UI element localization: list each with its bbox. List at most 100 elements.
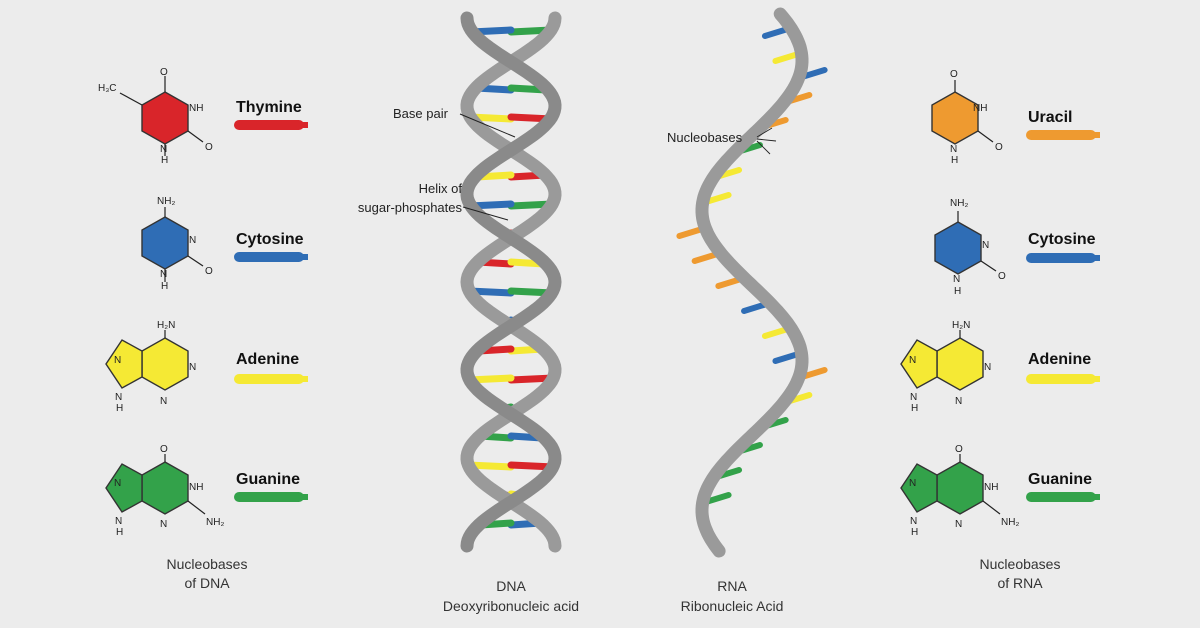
atom-label: NH xyxy=(973,103,987,114)
atom-label: N xyxy=(955,396,962,407)
guanine-ring-6 xyxy=(936,461,984,515)
dna-double-helix xyxy=(460,11,562,553)
atom-label: NH xyxy=(984,482,998,493)
uracil-base-bar xyxy=(1026,130,1100,140)
dna-backbone-strand xyxy=(460,11,562,553)
atom-label: H₂N xyxy=(157,320,175,331)
atom-label: O xyxy=(955,444,963,455)
atom-label: N xyxy=(160,144,167,155)
rna-nucleobases-panel: O NH O N H Uracil NH₂ N O N H Cytosine xyxy=(900,69,1100,591)
guanine-ring-6 xyxy=(141,461,189,515)
guanine-molecule-dna: O NH NH₂ N N N H xyxy=(105,444,224,538)
dna-nucleobases-panel: O NH O N H H₃C Thymine NH₂ N O N H Cytos… xyxy=(98,67,308,591)
atom-label: N xyxy=(950,144,957,155)
thymine-label: Thymine xyxy=(236,99,302,116)
adenine-ring-6 xyxy=(141,337,189,391)
guanine-base-bar-dna xyxy=(234,492,308,502)
cytosine-ring xyxy=(141,216,189,270)
rna-bases-caption-line1: Nucleobases xyxy=(980,556,1061,572)
cytosine-molecule-dna: NH₂ N O N H xyxy=(141,196,213,292)
atom-label: NH xyxy=(189,103,203,114)
dna-bases-caption-line1: Nucleobases xyxy=(167,556,248,572)
adenine-molecule-dna: H₂N N N N N H xyxy=(105,320,196,414)
atom-label: H xyxy=(161,155,168,166)
adenine-label-rna: Adenine xyxy=(1028,351,1091,368)
atom-label: H₃C xyxy=(98,83,117,94)
atom-label: NH₂ xyxy=(1001,517,1019,528)
dna-bases-caption-line2: of DNA xyxy=(184,575,230,591)
cytosine-molecule-rna: NH₂ N O N H xyxy=(934,198,1006,297)
atom-label: N xyxy=(160,269,167,280)
guanine-molecule-rna: O NH NH₂ N N N H xyxy=(900,444,1019,538)
atom-label: N xyxy=(114,355,121,366)
cytosine-label-rna: Cytosine xyxy=(1028,231,1096,248)
rna-caption-line2: Ribonucleic Acid xyxy=(681,598,784,614)
adenine-base-bar-dna xyxy=(234,374,308,384)
atom-label: NH₂ xyxy=(950,198,968,209)
uracil-molecule: O NH O N H xyxy=(931,69,1003,166)
thymine-base-bar xyxy=(234,120,308,130)
atom-label: O xyxy=(160,67,168,78)
atom-label: N xyxy=(115,392,122,403)
atom-label: N xyxy=(909,478,916,489)
thymine-molecule: O NH O N H H₃C xyxy=(98,67,213,166)
rna-backbone-strand xyxy=(695,7,809,558)
helix-annotation-line1: Helix of xyxy=(419,181,463,196)
nucleobases-annotation: Nucleobases xyxy=(667,130,743,145)
guanine-ring-5 xyxy=(900,463,938,513)
rna-caption-line1: RNA xyxy=(717,578,747,594)
atom-label: H xyxy=(954,286,961,297)
cytosine-base-bar-dna xyxy=(234,252,308,262)
atom-label: N xyxy=(189,362,196,373)
guanine-ring-5 xyxy=(105,463,143,513)
atom-label: N xyxy=(953,274,960,285)
dna-caption-line2: Deoxyribonucleic acid xyxy=(443,598,579,614)
helix-pointer xyxy=(462,206,509,221)
thymine-ring xyxy=(141,91,189,145)
guanine-label-dna: Guanine xyxy=(236,471,300,488)
adenine-ring-5 xyxy=(900,339,938,389)
atom-label: O xyxy=(950,69,958,80)
uracil-ring xyxy=(931,91,979,145)
guanine-base-bar-rna xyxy=(1026,492,1100,502)
atom-label: H xyxy=(951,155,958,166)
atom-label: H xyxy=(161,281,168,292)
atom-label: NH₂ xyxy=(206,517,224,528)
atom-label: O xyxy=(160,444,168,455)
atom-label: H xyxy=(911,403,918,414)
atom-label: N xyxy=(984,362,991,373)
atom-label: N xyxy=(160,519,167,530)
nucleobases-pointers xyxy=(756,127,777,155)
cytosine-base-bar-rna xyxy=(1026,253,1100,263)
rna-bases-caption-line2: of RNA xyxy=(997,575,1043,591)
atom-label: O xyxy=(205,266,213,277)
rna-single-helix xyxy=(676,7,828,558)
atom-label: O xyxy=(995,142,1003,153)
atom-label: H xyxy=(911,527,918,538)
adenine-label-dna: Adenine xyxy=(236,351,299,368)
dna-backbone-strand xyxy=(460,11,562,553)
atom-label: N xyxy=(115,516,122,527)
atom-label: H xyxy=(116,403,123,414)
dna-base-pairs xyxy=(464,26,558,529)
adenine-molecule-rna: H₂N N N N N H xyxy=(900,320,991,414)
cytosine-ring xyxy=(934,221,982,275)
guanine-label-rna: Guanine xyxy=(1028,471,1092,488)
atom-label: O xyxy=(998,271,1006,282)
atom-label: N xyxy=(909,355,916,366)
atom-label: H₂N xyxy=(952,320,970,331)
atom-label: N xyxy=(910,516,917,527)
helix-annotation-line2: sugar-phosphates xyxy=(358,200,463,215)
base-pair-pointer xyxy=(459,113,516,138)
atom-label: NH xyxy=(189,482,203,493)
adenine-ring-5 xyxy=(105,339,143,389)
base-pair-annotation: Base pair xyxy=(393,106,449,121)
uracil-label: Uracil xyxy=(1028,109,1072,126)
atom-label: N xyxy=(114,478,121,489)
atom-label: NH₂ xyxy=(157,196,175,207)
atom-label: N xyxy=(982,240,989,251)
atom-label: N xyxy=(910,392,917,403)
atom-label: N xyxy=(189,235,196,246)
atom-label: O xyxy=(205,142,213,153)
